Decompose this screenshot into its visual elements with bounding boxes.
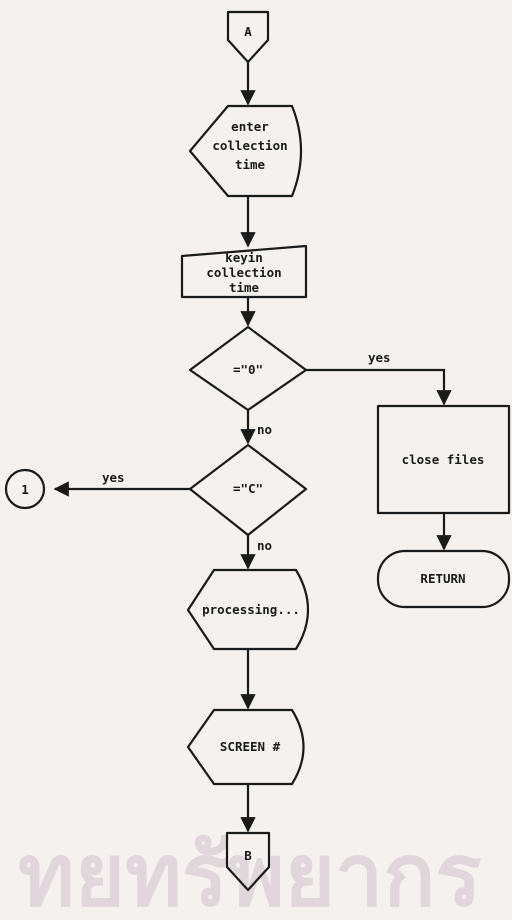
display-screen: [186, 708, 305, 786]
branch-yes-c-label: yes: [102, 470, 125, 485]
decision-c-label: ="C": [233, 481, 263, 496]
terminator-return: [376, 549, 511, 609]
manual-input-line-2: collection: [206, 265, 281, 280]
connector-1-label: 1: [21, 482, 29, 497]
process-close-files: [376, 404, 511, 515]
decision-zero: [188, 325, 308, 412]
end-connector-b: [225, 831, 271, 892]
branch-no-c-label: no: [257, 538, 272, 553]
start-connector-label: A: [244, 24, 252, 39]
manual-input-keyin: [180, 244, 308, 299]
display-enter-line-1: enter: [231, 119, 269, 134]
watermark-text: ทยทรัพยากร: [18, 826, 482, 920]
return-label: RETURN: [420, 571, 465, 586]
close-files-label: close files: [402, 452, 485, 467]
manual-input-line-3: time: [229, 280, 260, 295]
display-processing: [186, 568, 310, 651]
screen-label: SCREEN #: [220, 739, 281, 754]
end-connector-label: B: [244, 848, 252, 863]
display-enter-line-3: time: [235, 157, 266, 172]
display-enter-line-2: collection: [212, 138, 287, 153]
manual-input-line-1: keyin: [225, 250, 263, 265]
start-connector-a: [226, 10, 270, 64]
branch-no-zero-label: no: [257, 422, 272, 437]
branch-yes-zero-label: yes: [368, 350, 391, 365]
display-enter-collection-time: [188, 104, 303, 198]
flow-line-zero-yes: [306, 368, 452, 406]
processing-label: processing...: [202, 602, 300, 617]
decision-c: [188, 443, 308, 537]
decision-zero-label: ="0": [233, 362, 263, 377]
connector-1-circle: [4, 468, 46, 510]
